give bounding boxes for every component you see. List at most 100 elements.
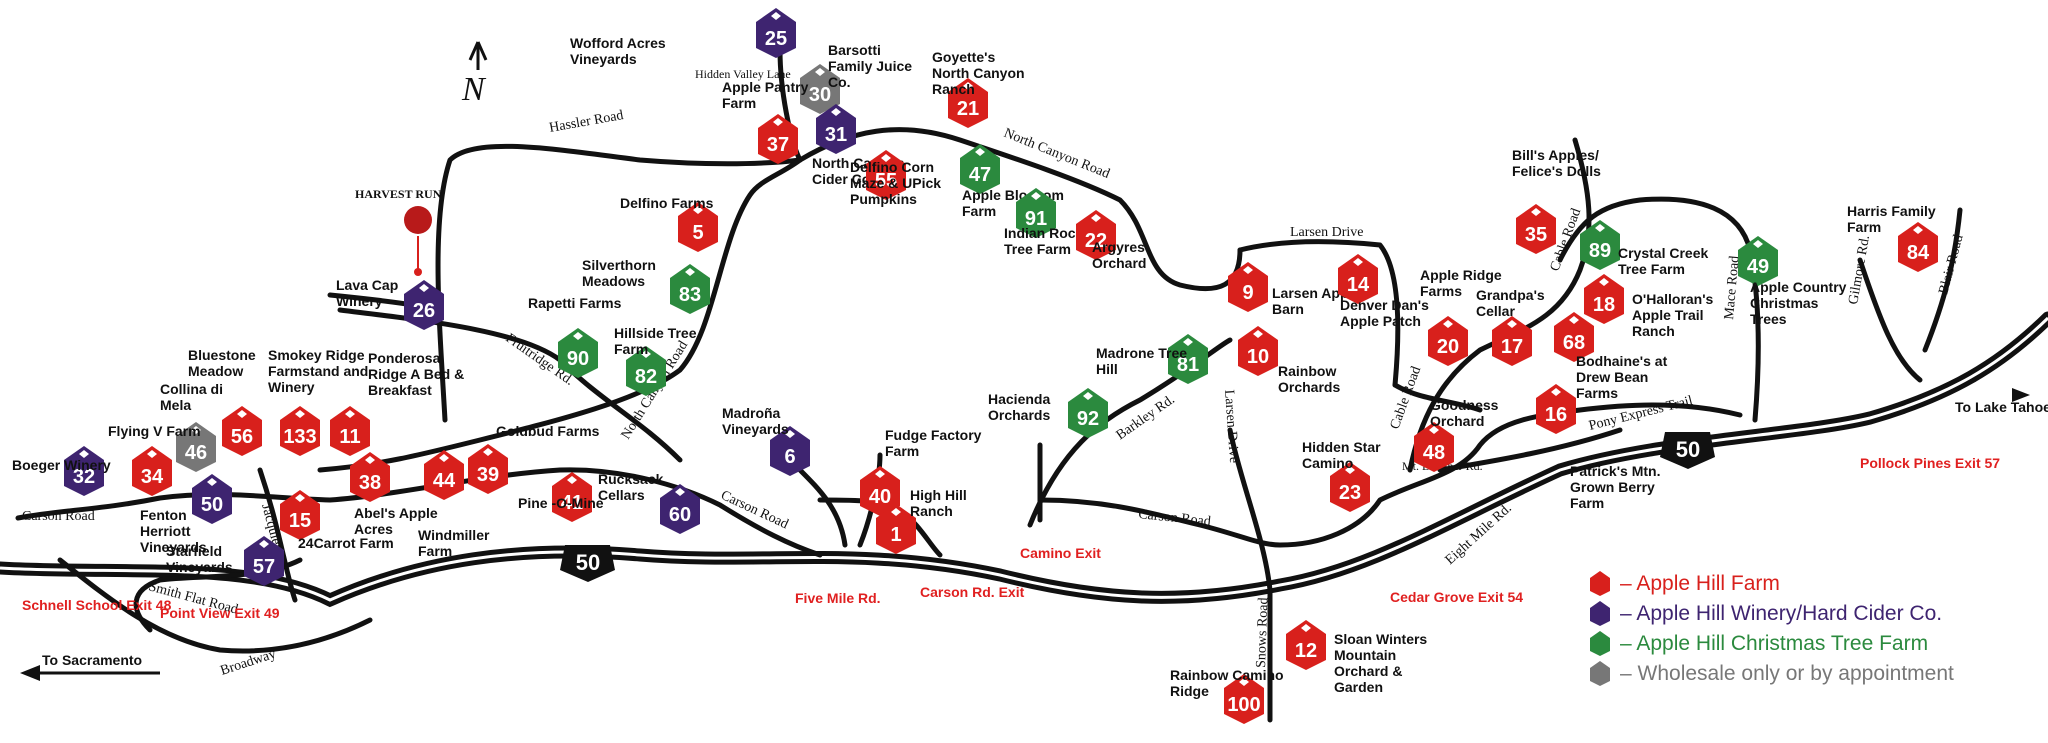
marker-number: 34	[141, 466, 164, 488]
marker-top-icon	[1429, 426, 1439, 434]
marker-top-icon	[207, 478, 217, 486]
legend-pin-icon	[1590, 571, 1610, 596]
marker-number: 48	[1423, 442, 1445, 464]
marker-label: 24Carrot Farm	[298, 535, 394, 551]
marker-top-icon	[1239, 678, 1249, 686]
svg-text:50: 50	[1676, 437, 1700, 462]
legend-item-label: – Apple Hill Winery/Hard Cider Co.	[1620, 602, 1942, 625]
marker-number: 81	[1177, 354, 1199, 376]
road-label: Mace Road	[1722, 255, 1743, 320]
marker-number: 133	[283, 426, 316, 448]
marker-number: 23	[1339, 482, 1361, 504]
marker-number: 17	[1501, 336, 1523, 358]
marker-number: 6	[784, 446, 795, 468]
marker-number: 9	[1242, 282, 1253, 304]
harvest-run-marker: HARVEST RUN	[355, 187, 442, 276]
marker-number: 50	[201, 494, 223, 516]
marker-number: 56	[231, 426, 253, 448]
exit-labels: Schnell School Exit 48 Point View Exit 4…	[22, 455, 2000, 621]
marker-label: Boeger Winery	[12, 457, 111, 473]
marker-number: 1	[890, 524, 901, 546]
marker-number: 21	[957, 98, 979, 120]
road-label: Hassler Road	[548, 108, 625, 136]
road-label: Snows Road	[1254, 597, 1271, 668]
svg-text:N: N	[461, 71, 487, 108]
marker-top-icon	[1599, 278, 1609, 286]
marker-top-icon	[147, 450, 157, 458]
legend-item-label: – Apple Hill Christmas Tree Farm	[1620, 632, 1928, 655]
marker-number: 82	[635, 366, 657, 388]
direction-east: To Lake Tahoe	[1955, 399, 2048, 415]
marker-top-icon	[1091, 214, 1101, 222]
marker-top-icon	[831, 108, 841, 116]
marker-top-icon	[693, 206, 703, 214]
marker-number: 16	[1545, 404, 1567, 426]
marker-top-icon	[345, 410, 355, 418]
marker-top-icon	[259, 540, 269, 548]
marker-number: 38	[359, 472, 381, 494]
marker-number: 84	[1907, 242, 1930, 264]
marker-top-icon	[1243, 266, 1253, 274]
marker-number: 37	[767, 134, 789, 156]
